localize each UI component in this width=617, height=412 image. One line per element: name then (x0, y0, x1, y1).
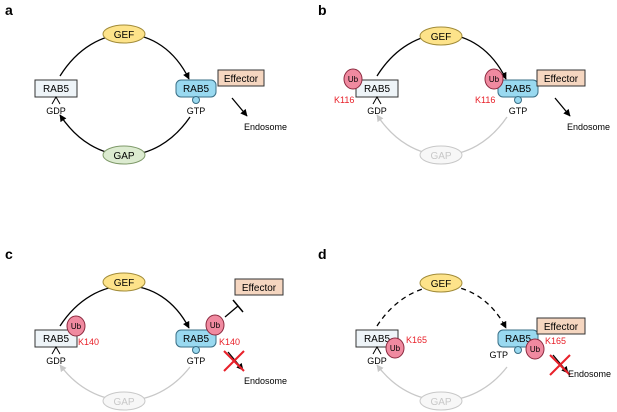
ubiquitin-gdp-label: Ub (348, 75, 359, 84)
effector-box (536, 69, 586, 87)
gtp-marker (192, 346, 200, 354)
gef-label: GEF (431, 279, 452, 290)
gap-label: GAP (430, 397, 451, 408)
gtp-label: GTP (489, 350, 508, 360)
gdp-marker (372, 95, 382, 105)
lysine-gdp-label: K165 (406, 335, 427, 345)
lysine-gtp-label: K140 (219, 337, 240, 347)
gap-ellipse (102, 391, 146, 411)
effector-label: Effector (544, 322, 579, 333)
endosome-label: Endosome (244, 376, 287, 386)
panel-a: a GEF GAP RAB5 GDP RAB5 GTP Effector End… (5, 2, 287, 165)
ubiquitin-gtp (484, 68, 504, 90)
panel-c: c GEF GAP RAB5 GDP Ub K140 RAB5 GTP Ub K… (5, 246, 287, 411)
rab5-gtp-label: RAB5 (183, 84, 210, 95)
gef-label: GEF (114, 278, 135, 289)
rab5-gdp-label: RAB5 (43, 334, 70, 345)
lysine-gtp-label: K165 (545, 336, 566, 346)
endosome-arrow (231, 97, 248, 117)
gtp-label: GTP (187, 106, 206, 116)
blocked-cross-icon (223, 350, 245, 372)
effector-box (234, 278, 284, 296)
ubiquitin-gdp (385, 337, 405, 359)
rab5-gdp-label: RAB5 (43, 84, 70, 95)
ubiquitin-gdp (343, 68, 363, 90)
ubiquitin-gdp (66, 315, 86, 337)
effector-box (536, 317, 586, 335)
effector-box (217, 69, 265, 87)
gap-ellipse (102, 145, 146, 165)
panel-b: b GEF GAP RAB5 GDP Ub K116 RAB5 GTP Ub K… (318, 2, 610, 165)
effector-label: Effector (224, 74, 259, 85)
panel-letter: d (318, 246, 327, 262)
gap-label: GAP (113, 397, 134, 408)
gdp-label: GDP (367, 356, 387, 366)
endosome-label: Endosome (567, 122, 610, 132)
ubiquitin-gdp-label: Ub (390, 344, 401, 353)
gtp-marker (514, 96, 522, 104)
ubiquitin-gdp-label: Ub (71, 322, 82, 331)
gef-ellipse (102, 272, 146, 292)
ubiquitin-gtp (205, 314, 225, 336)
lysine-gdp-label: K116 (334, 95, 354, 105)
gtp-label: GTP (509, 106, 528, 116)
gdp-label: GDP (46, 356, 66, 366)
ubiquitin-gtp (525, 338, 545, 360)
gef-label: GEF (114, 30, 135, 41)
ubiquitin-gtp-label: Ub (530, 345, 541, 354)
gef-ellipse (419, 26, 463, 46)
gef-ellipse (102, 24, 146, 44)
ubiquitin-gtp-label: Ub (489, 75, 500, 84)
gdp-marker (51, 95, 61, 105)
rab5-gdp-label: RAB5 (364, 334, 391, 345)
gap-label: GAP (430, 151, 451, 162)
gdp-marker (51, 345, 61, 355)
endosome-arrow (554, 97, 571, 117)
gtp-marker (192, 96, 200, 104)
lysine-gdp-label: K140 (78, 337, 99, 347)
panel-letter: b (318, 2, 327, 18)
gap-label: GAP (113, 151, 134, 162)
ubiquitin-gtp-label: Ub (210, 321, 221, 330)
panel-d: d GEF GAP RAB5 GDP Ub K165 RAB5 GTP Ub K… (318, 246, 611, 411)
blocked-cross-icon (549, 354, 571, 376)
endosome-label: Endosome (568, 369, 611, 379)
gap-ellipse (419, 145, 463, 165)
inhibition-bar (232, 299, 244, 313)
gef-ellipse (419, 273, 463, 293)
gdp-label: GDP (46, 106, 66, 116)
gdp-label: GDP (367, 106, 387, 116)
rab5-gtp-label: RAB5 (505, 84, 532, 95)
gtp-label: GTP (187, 356, 206, 366)
gdp-marker (372, 345, 382, 355)
endosome-label: Endosome (244, 122, 287, 132)
lysine-gtp-label: K116 (475, 95, 495, 105)
rab5-gtp-label: RAB5 (183, 334, 210, 345)
rab5-gtp-label: RAB5 (505, 334, 532, 345)
panel-letter: a (5, 2, 13, 18)
inhibition-line (224, 305, 239, 318)
panel-letter: c (5, 246, 13, 262)
gap-ellipse (419, 391, 463, 411)
effector-label: Effector (242, 283, 277, 294)
gef-label: GEF (431, 32, 452, 43)
gtp-marker (514, 346, 522, 354)
rab5-gdp-label: RAB5 (364, 84, 391, 95)
effector-label: Effector (544, 74, 579, 85)
